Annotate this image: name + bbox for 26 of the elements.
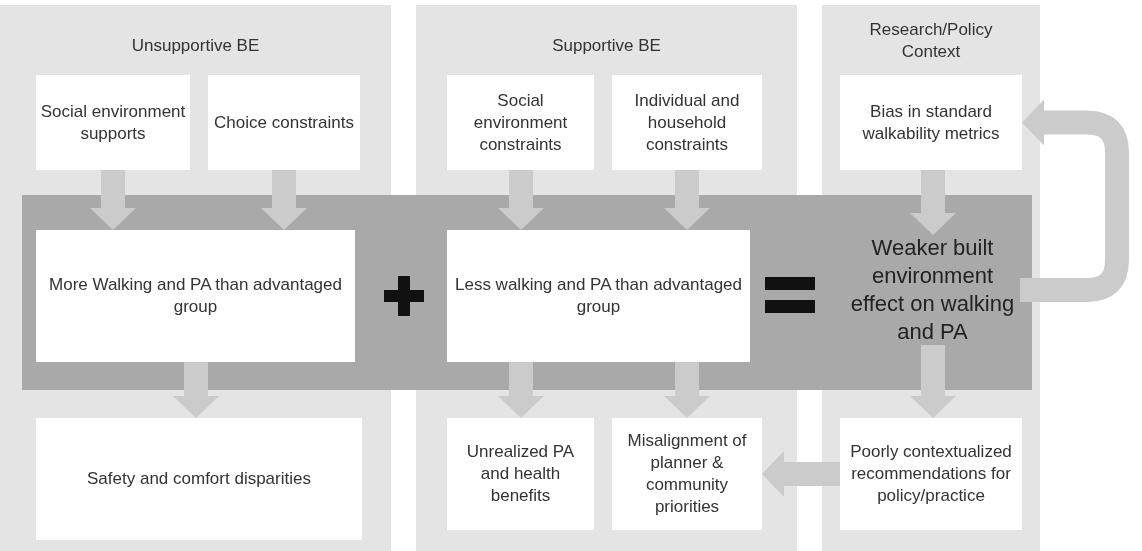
- text-box: Individual and household constraints: [612, 75, 762, 170]
- block-arrow: [664, 170, 710, 230]
- text-box: Misalignment of planner & community priorities: [612, 418, 762, 530]
- block-arrow: [261, 170, 307, 230]
- text-box: Social environment constraints: [447, 75, 594, 170]
- block-arrow: [498, 362, 544, 418]
- text-box: Poorly contextualized recommendations for policy/practice: [840, 418, 1022, 530]
- text-box: Less walking and PA than advantaged group: [447, 230, 750, 362]
- text-box: Bias in standard walkability metrics: [840, 75, 1022, 170]
- block-arrow: [910, 345, 956, 418]
- panel-title: Unsupportive BE: [130, 35, 261, 57]
- block-arrow: [90, 170, 136, 230]
- block-arrow: [762, 451, 840, 497]
- block-arrow: [498, 170, 544, 230]
- block-arrow: [664, 362, 710, 418]
- text-box: Social environment supports: [36, 75, 190, 170]
- block-arrow: [910, 170, 956, 235]
- result-text: Weaker built environment effect on walking and PA: [845, 235, 1020, 345]
- panel-title: Supportive BE: [551, 35, 662, 57]
- text-box: Safety and comfort disparities: [36, 418, 362, 540]
- text-box: Choice constraints: [208, 75, 360, 170]
- text-box: More Walking and PA than advantaged group: [36, 230, 355, 362]
- text-box: Unrealized PA and health benefits: [447, 418, 594, 530]
- block-arrow: [173, 362, 219, 418]
- block-arrow: [1020, 99, 1129, 302]
- panel-title: Research/Policy Context: [868, 19, 994, 63]
